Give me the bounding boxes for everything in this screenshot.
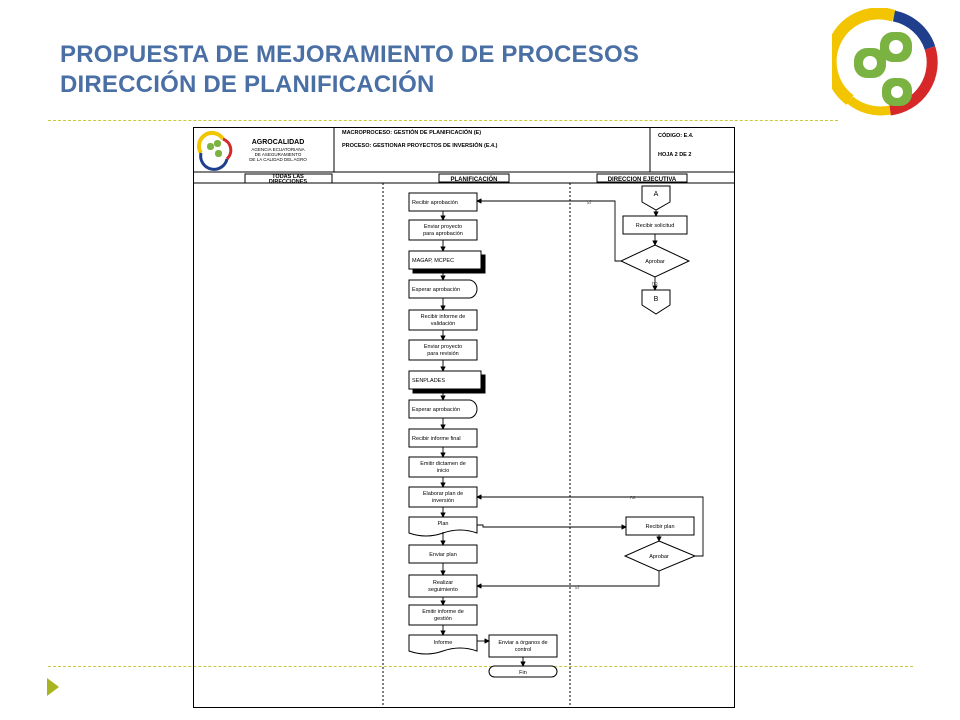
label-emitir-dictamen-b: inicio	[437, 468, 450, 474]
lane-box-planificacion	[438, 173, 510, 183]
step-esperar-aprobacion-1	[408, 279, 478, 299]
sheet-frame	[193, 127, 735, 708]
label-enviar-proyecto-2a: Enviar proyecto	[424, 344, 462, 350]
org-name: AGROCALIDAD	[252, 139, 305, 146]
lane-todas-line1: TODAS LAS	[272, 174, 304, 180]
label-no-1: no	[652, 281, 658, 287]
lane-box-direccion	[596, 173, 688, 183]
label-plan-doc: Plan	[437, 521, 448, 527]
label-aprobar-1: Aprobar	[645, 259, 665, 265]
label-recibir-solicitud: Recibir solicitud	[636, 223, 675, 229]
step-emitir-informe-gestion	[408, 604, 478, 626]
label-fin: Fin	[519, 670, 527, 676]
label-no-2: no	[630, 495, 636, 501]
lane-todas-line2: DIRECCIONES	[269, 179, 308, 185]
label-recibir-informe-b: validación	[431, 321, 455, 327]
label-connector-a: A	[654, 191, 659, 198]
step-realizar-seguimiento	[408, 574, 478, 598]
label-enviar-organos-a: Enviar a órganos de	[498, 640, 547, 646]
label-aprobar-2: Aprobar	[649, 554, 669, 560]
title-line-2: DIRECCIÓN DE PLANIFICACIÓN	[60, 71, 435, 98]
step-informe-document	[408, 634, 478, 655]
label-si-2: sí	[575, 585, 580, 591]
bullet-arrow-icon	[47, 678, 59, 696]
label-enviar-proyecto-1b: para aprobación	[423, 231, 463, 237]
label-senplades: SENPLADES	[412, 378, 445, 384]
macroproceso-label: MACROPROCESO: GESTIÓN DE PLANIFICACIÓN (…	[342, 128, 481, 136]
label-magap: MAGAP, MCPEC	[412, 258, 454, 264]
agrocalidad-logo-icon	[832, 8, 938, 116]
slide-title: PROPUESTA DE MEJORAMIENTO DE PROCESOS DI…	[60, 40, 639, 100]
label-informe-doc: Informe	[434, 640, 453, 646]
lane-direccion-ejecutiva: DIRECCION EJECUTIVA	[608, 177, 677, 183]
label-elaborar-plan-b: inversión	[432, 498, 454, 504]
label-emitir-informe-b: gestión	[434, 616, 452, 622]
org-subtitle-2: DE ASEGURAMIENTO	[255, 152, 302, 157]
label-enviar-organos-b: control	[515, 647, 532, 653]
org-subtitle-3: DE LA CALIDAD DEL AGRO	[249, 157, 307, 162]
flowchart: AGROCALIDAD AGENCIA ECUATORIANA DE ASEGU…	[193, 127, 735, 708]
label-recibir-informe-a: Recibir informe de	[421, 314, 466, 320]
bottom-divider	[48, 666, 913, 667]
label-enviar-proyecto-2b: para revisión	[427, 351, 459, 357]
label-elaborar-plan-a: Elaborar plan de	[423, 491, 463, 497]
label-realizar-seguimiento-a: Realizar	[433, 580, 453, 586]
label-enviar-proyecto-1a: Enviar proyecto	[424, 224, 462, 230]
label-recibir-informe-final: Recibir informe final	[412, 436, 461, 442]
title-line-1: PROPUESTA DE MEJORAMIENTO DE PROCESOS	[60, 41, 640, 68]
top-divider	[48, 120, 838, 121]
label-connector-b: B	[654, 296, 659, 303]
step-enviar-proyecto-revision	[408, 339, 478, 361]
label-esperar-1: Esperar aprobación	[412, 287, 460, 293]
proceso-label: PROCESO: GESTIONAR PROYECTOS DE INVERSIÓ…	[342, 141, 498, 149]
step-emitir-dictamen	[408, 456, 478, 478]
step-elaborar-plan	[408, 486, 478, 508]
label-emitir-dictamen-a: Emitir dictamen de	[420, 461, 466, 467]
connector-a	[641, 185, 671, 211]
label-recibir-aprobacion: Recibir aprobación	[412, 200, 458, 206]
hoja-label: HOJA 2 DE 2	[658, 152, 691, 158]
label-realizar-seguimiento-b: seguimiento	[428, 587, 458, 593]
label-recibir-plan: Recibir plan	[645, 524, 674, 530]
codigo-label: CÓDIGO: E.4.	[658, 131, 694, 139]
org-subtitle-1: AGENCIA ECUATORIANA	[251, 147, 304, 152]
sheet-logo-icon	[197, 131, 233, 171]
step-recibir-informe-validacion	[408, 309, 478, 331]
connector-b	[641, 289, 671, 315]
label-emitir-informe-a: Emitir informe de	[422, 609, 464, 615]
step-esperar-aprobacion-2	[408, 399, 478, 419]
label-esperar-2: Esperar aprobación	[412, 407, 460, 413]
label-enviar-plan: Enviar plan	[429, 552, 457, 558]
step-enviar-proyecto-aprobacion	[408, 219, 478, 241]
lane-planificacion: PLANIFICACIÓN	[451, 175, 498, 183]
step-enviar-organos	[488, 634, 558, 658]
lane-box-todas	[244, 173, 333, 184]
label-si-1: sí	[587, 200, 592, 206]
